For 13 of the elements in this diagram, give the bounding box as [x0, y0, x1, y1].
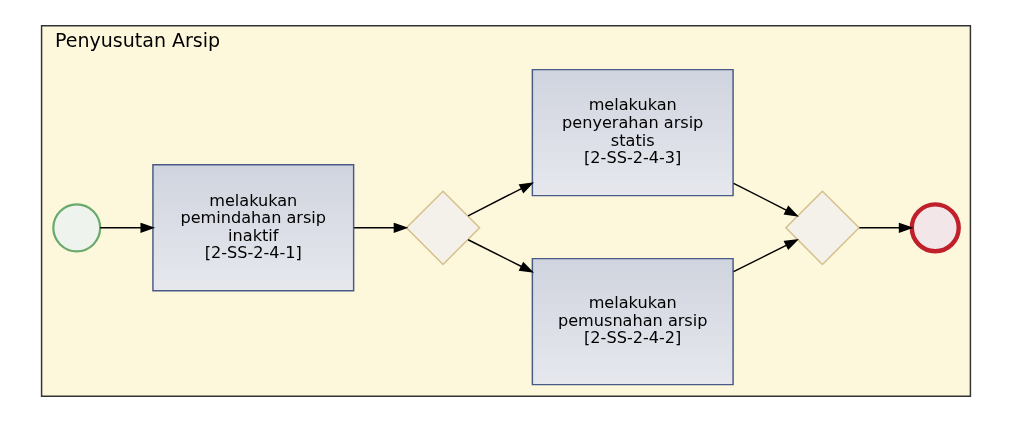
node-box: melakukan pemindahan arsip inaktif [2-SS-2-4-1]	[151, 164, 354, 292]
arrow	[466, 182, 534, 217]
node-circle	[909, 202, 961, 254]
arrow	[732, 238, 799, 273]
arrow	[352, 222, 408, 233]
node-box: melakukan pemusnahan arsip [2-SS-2-4-2]	[531, 257, 734, 386]
arrow	[732, 182, 799, 217]
arrow	[466, 239, 534, 273]
node-box: melakukan penyerahan arsip statis [2-SS-2-4-3]	[531, 68, 734, 197]
arrow	[98, 222, 155, 233]
node-diamond	[404, 190, 481, 266]
arrow	[858, 222, 913, 233]
node-circle	[51, 203, 101, 253]
